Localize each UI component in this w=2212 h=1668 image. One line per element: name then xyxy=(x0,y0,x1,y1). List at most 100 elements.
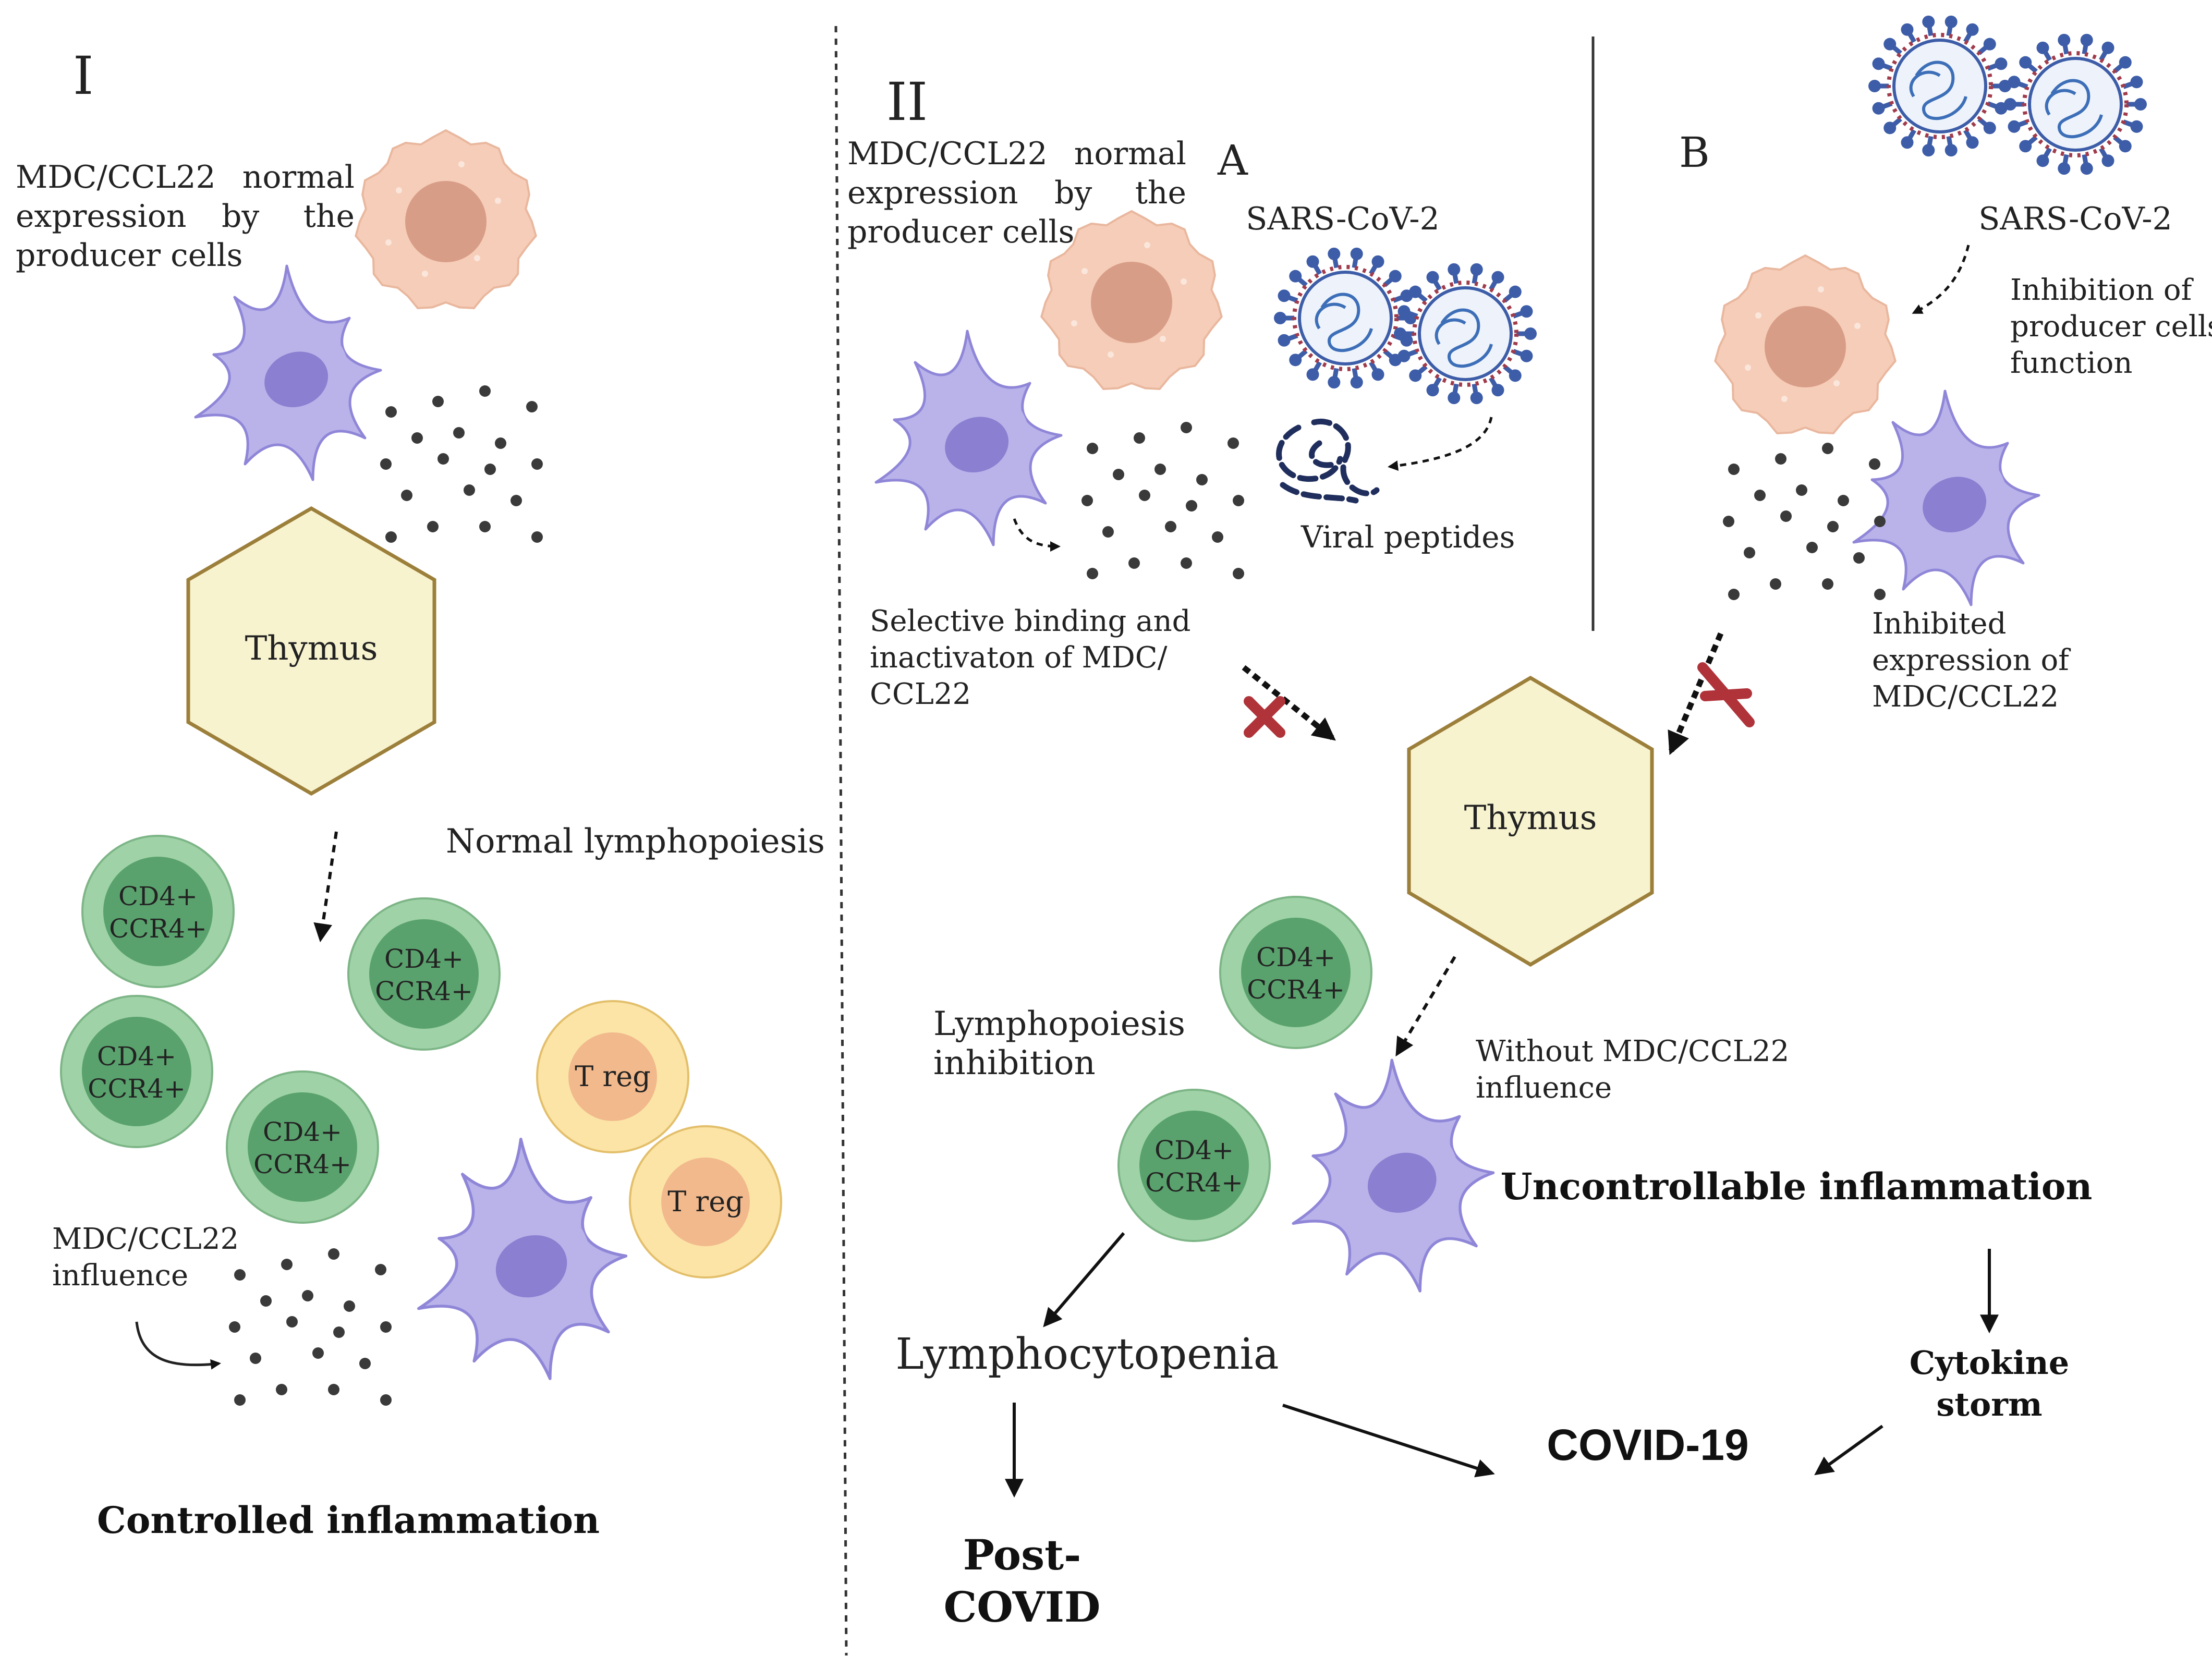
svg-text:MDC/CCL22: MDC/CCL22 xyxy=(1872,680,2059,714)
post-covid-label: Post- COVID xyxy=(944,1530,1101,1632)
svg-text:Lymphopoiesis: Lymphopoiesis xyxy=(933,1005,1185,1043)
dendritic-cell-right xyxy=(1292,1058,1495,1293)
dendritic-cell-b xyxy=(1852,389,2040,606)
svg-text:inactivaton of MDC/: inactivaton of MDC/ xyxy=(870,641,1168,675)
chemokine-dots-a xyxy=(1081,422,1244,579)
arrow-thymus-right-down xyxy=(1395,956,1456,1057)
mdc-normal-label-right: MDC/CCL22 normal expression by the produ… xyxy=(847,136,1186,250)
svg-text:by: by xyxy=(1054,175,1092,211)
virus-a-2 xyxy=(1394,263,1537,405)
uncontrollable-inflammation-label: Uncontrollable inflammation xyxy=(1501,1165,2093,1208)
svg-text:CCL22: CCL22 xyxy=(870,677,971,711)
svg-text:normal: normal xyxy=(1074,136,1186,172)
svg-text:MDC/CCL22: MDC/CCL22 xyxy=(52,1222,239,1256)
svg-text:expression of: expression of xyxy=(1872,643,2071,677)
producer-cell-left xyxy=(355,129,537,310)
svg-text:storm: storm xyxy=(1936,1385,2042,1423)
svg-text:CCR4+: CCR4+ xyxy=(1247,975,1345,1005)
svg-text:Post-: Post- xyxy=(963,1530,1081,1579)
sars-label-b: SARS-CoV-2 xyxy=(1978,201,2172,237)
svg-text:CD4+: CD4+ xyxy=(1154,1135,1234,1165)
viral-peptides-icon xyxy=(1276,419,1380,504)
thymus-right: Thymus xyxy=(1407,675,1654,967)
svg-text:T reg: T reg xyxy=(575,1060,651,1093)
svg-text:COVID: COVID xyxy=(944,1582,1101,1632)
svg-text:Cytokine: Cytokine xyxy=(1910,1344,2069,1382)
without-mdc-label: Without MDC/CCL22 influence xyxy=(1476,1034,1789,1105)
svg-text:Inhibition of: Inhibition of xyxy=(2010,273,2194,307)
svg-text:Thymus: Thymus xyxy=(245,629,378,668)
dendritic-cell-a xyxy=(874,330,1063,546)
arrow-tcell-to-lymphocytopenia xyxy=(1043,1232,1125,1328)
svg-text:MDC/CCL22: MDC/CCL22 xyxy=(847,136,1048,172)
svg-text:the: the xyxy=(1135,175,1186,211)
treg-cell-2: T reg xyxy=(629,1125,782,1279)
svg-text:CCR4+: CCR4+ xyxy=(88,1074,186,1104)
svg-text:influence: influence xyxy=(1476,1071,1612,1105)
tcell-right-1: CD4+CCR4+ xyxy=(1219,896,1372,1049)
cross-mark-icon-b xyxy=(1697,662,1755,727)
arrow-virus-to-peptides xyxy=(1388,417,1493,471)
lymphocytopenia-label: Lymphocytopenia xyxy=(895,1330,1279,1379)
svg-text:function: function xyxy=(2010,346,2132,380)
chemokine-dots-left-top xyxy=(380,385,543,543)
arrow-thymus-to-cells-left xyxy=(313,831,338,943)
svg-text:Selective binding and: Selective binding and xyxy=(870,604,1191,638)
svg-text:Thymus: Thymus xyxy=(1464,799,1597,837)
svg-text:Without MDC/CCL22: Without MDC/CCL22 xyxy=(1476,1034,1789,1068)
panel-label-ii: II xyxy=(886,71,928,132)
svg-text:CCR4+: CCR4+ xyxy=(253,1149,351,1179)
producer-cell-a xyxy=(1040,210,1223,391)
inhibition-label: Inhibition of producer cells' function xyxy=(2010,273,2212,380)
normal-lymphopoiesis-label: Normal lymphopoiesis xyxy=(446,822,825,861)
arrow-cytokine-to-covid xyxy=(1814,1425,1883,1476)
lymphopoiesis-inhibition-label: Lymphopoiesis inhibition xyxy=(933,1005,1185,1082)
svg-text:normal: normal xyxy=(242,159,355,196)
covid-19-label: COVID-19 xyxy=(1547,1420,1748,1469)
cross-mark-icon-a xyxy=(1244,696,1285,738)
dendritic-cell-left-top xyxy=(194,264,382,481)
subpanel-label-a: A xyxy=(1217,136,1248,185)
mdc-normal-label-left: MDC/CCL22 normal expression by the produ… xyxy=(16,159,355,274)
svg-text:CD4+: CD4+ xyxy=(263,1117,342,1147)
tcell-left-3: CD4+CCR4+ xyxy=(60,995,213,1148)
svg-text:CD4+: CD4+ xyxy=(1256,942,1335,972)
svg-text:Inhibited: Inhibited xyxy=(1872,607,2006,641)
virus-b-1 xyxy=(1868,15,2011,157)
svg-text:CCR4+: CCR4+ xyxy=(1145,1167,1243,1198)
controlled-inflammation-label: Controlled inflammation xyxy=(97,1499,600,1542)
svg-text:producer cells': producer cells' xyxy=(2010,310,2212,344)
mdc-influence-label-left: MDC/CCL22 influence xyxy=(52,1222,239,1293)
subpanel-label-b: B xyxy=(1679,128,1710,177)
sars-label-a: SARS-CoV-2 xyxy=(1246,201,1439,237)
svg-text:MDC/CCL22: MDC/CCL22 xyxy=(16,159,216,196)
svg-text:CCR4+: CCR4+ xyxy=(109,914,207,944)
arrow-dendritic-to-dots-a xyxy=(1013,518,1061,552)
svg-text:producer cells: producer cells xyxy=(16,237,242,274)
svg-text:producer cells: producer cells xyxy=(847,214,1074,250)
treg-cell-1: T reg xyxy=(536,1000,689,1153)
tcell-right-2: CD4+CCR4+ xyxy=(1117,1089,1271,1242)
svg-text:CD4+: CD4+ xyxy=(118,881,198,911)
panel-divider-dotted xyxy=(834,26,848,1656)
svg-text:CD4+: CD4+ xyxy=(384,944,464,974)
producer-cell-b xyxy=(1714,254,1897,435)
svg-text:by: by xyxy=(222,198,259,235)
blocked-arrow-a xyxy=(1242,665,1336,741)
arrow-virus-to-producer-b xyxy=(1912,245,1970,314)
svg-text:CCR4+: CCR4+ xyxy=(375,976,473,1006)
virus-b-2 xyxy=(2004,33,2147,175)
tcell-left-1: CD4+CCR4+ xyxy=(81,835,235,988)
selective-binding-label: Selective binding and inactivaton of MDC… xyxy=(870,604,1191,711)
chemokine-dots-b xyxy=(1723,443,1886,600)
thymus-left: Thymus xyxy=(186,506,436,796)
inhibited-expression-label: Inhibited expression of MDC/CCL22 xyxy=(1872,607,2071,714)
cytokine-storm-label: Cytokine storm xyxy=(1910,1344,2069,1423)
panel-label-i: I xyxy=(73,45,94,106)
svg-text:T reg: T reg xyxy=(667,1185,744,1218)
arrow-influence-left xyxy=(135,1321,221,1370)
virus-a-1 xyxy=(1274,247,1417,389)
svg-text:inhibition: inhibition xyxy=(933,1044,1096,1082)
